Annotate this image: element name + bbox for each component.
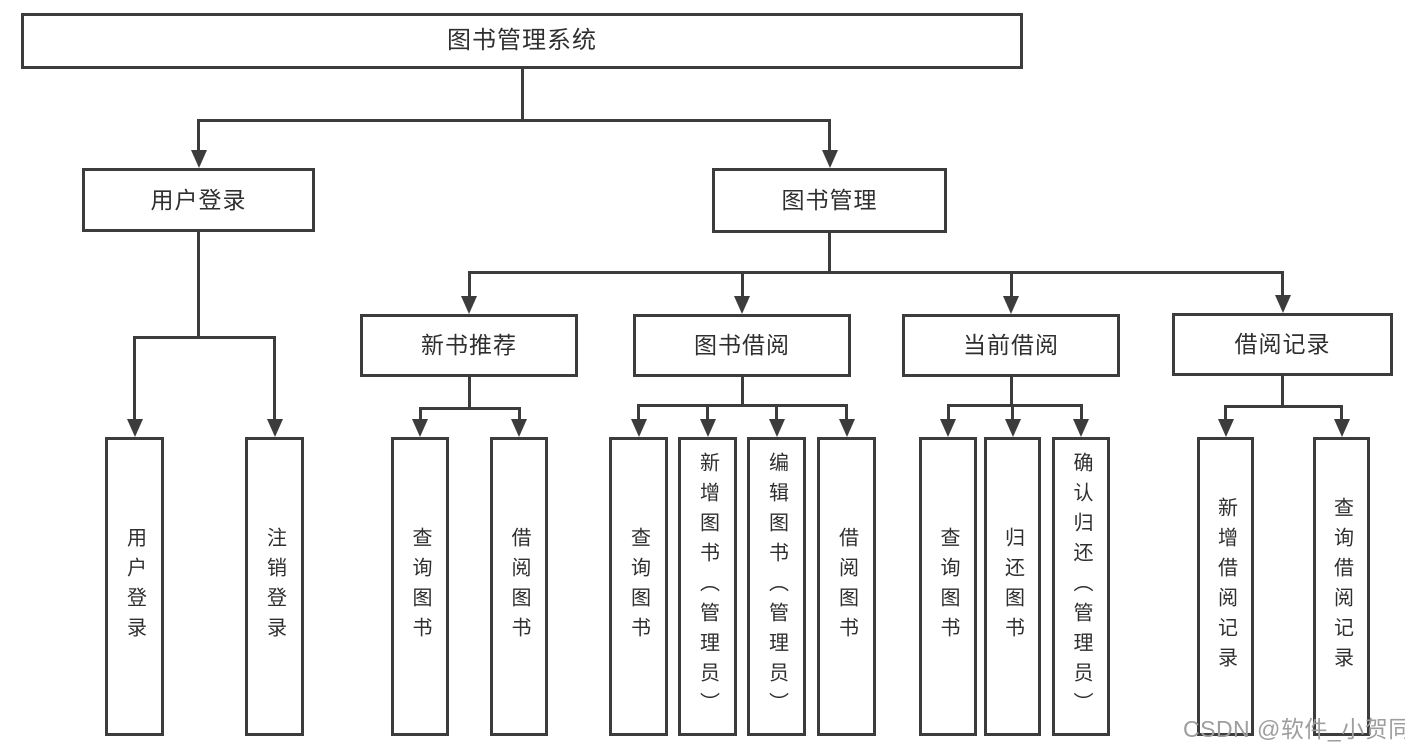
node-query-book-3-label: 查询图书 xyxy=(937,526,959,647)
node-borrow-book-1-label: 借阅图书 xyxy=(508,526,530,647)
arrowhead-down-icon xyxy=(1003,296,1019,314)
arrowhead-down-icon xyxy=(1333,419,1350,437)
connector-stem xyxy=(520,69,524,122)
node-root: 图书管理系统 xyxy=(21,13,1023,69)
arrowhead-down-icon xyxy=(190,150,207,168)
arrowhead-down-icon xyxy=(1073,419,1089,437)
connector-stem xyxy=(828,233,831,274)
node-query-book-1-label: 查询图书 xyxy=(409,526,431,647)
node-query-borrow-record: 查询借阅记录 xyxy=(1313,437,1370,736)
connector-branch xyxy=(418,407,521,410)
connector-branch xyxy=(1224,405,1343,408)
node-book-borrow: 图书借阅 xyxy=(633,314,851,377)
node-login: 用户登录 xyxy=(105,437,164,736)
csdn-watermark: CSDN @软件_小贺同学 xyxy=(1183,716,1405,742)
connector-drop xyxy=(740,271,744,298)
connector-branch xyxy=(946,404,1083,407)
connector-drop xyxy=(1281,271,1284,297)
node-book-borrow-label: 图书借阅 xyxy=(694,332,790,358)
arrowhead-down-icon xyxy=(266,419,283,437)
node-borrow-records: 借阅记录 xyxy=(1172,313,1393,376)
node-borrow-book-2-label: 借阅图书 xyxy=(835,526,858,647)
connector-drop xyxy=(197,119,200,152)
connector-drop xyxy=(637,404,640,421)
node-root-label: 图书管理系统 xyxy=(447,27,597,54)
arrowhead-down-icon xyxy=(412,419,428,437)
connector-drop xyxy=(845,404,848,421)
arrowhead-down-icon xyxy=(821,150,838,168)
node-query-book-2-label: 查询图书 xyxy=(627,526,650,647)
node-query-book-2: 查询图书 xyxy=(609,437,668,736)
node-logout: 注销登录 xyxy=(245,437,304,736)
arrowhead-down-icon xyxy=(126,419,143,437)
arrowhead-down-icon xyxy=(630,419,647,437)
node-login-label: 用户登录 xyxy=(123,526,146,647)
arrowhead-down-icon xyxy=(838,419,855,437)
arrowhead-down-icon xyxy=(734,296,750,314)
connector-drop xyxy=(775,404,778,421)
connector-drop xyxy=(273,336,276,421)
connector-stem xyxy=(197,232,200,339)
connector-drop xyxy=(1009,271,1013,298)
arrowhead-down-icon xyxy=(768,419,785,437)
node-book-mgmt-label: 图书管理 xyxy=(781,187,878,213)
node-return-book-label: 归还图书 xyxy=(1001,526,1024,647)
arrowhead-down-icon xyxy=(940,419,956,437)
connector-branch xyxy=(197,119,831,122)
node-borrow-records-label: 借阅记录 xyxy=(1234,331,1331,357)
node-edit-book: 编辑图书（管理员） xyxy=(747,437,806,736)
node-borrow-book-1: 借阅图书 xyxy=(490,437,548,736)
connector-drop xyxy=(828,119,831,152)
node-query-book-1: 查询图书 xyxy=(391,437,449,736)
connector-stem xyxy=(740,377,744,407)
node-user-login-label: 用户登录 xyxy=(150,186,247,213)
connector-drop xyxy=(1340,405,1343,421)
arrowhead-down-icon xyxy=(1217,419,1234,437)
connector-drop xyxy=(1079,404,1083,421)
arrowhead-down-icon xyxy=(699,419,716,437)
node-query-borrow-record-label: 查询借阅记录 xyxy=(1330,496,1353,677)
node-add-book: 新增图书（管理员） xyxy=(678,437,737,736)
connector-drop xyxy=(517,407,521,421)
node-edit-book-label: 编辑图书（管理员） xyxy=(765,451,788,722)
arrowhead-down-icon xyxy=(461,296,477,314)
node-add-borrow-record-label: 新增借阅记录 xyxy=(1214,496,1237,677)
connector-drop xyxy=(706,404,709,421)
connector-drop xyxy=(418,407,422,421)
node-confirm-return-label: 确认归还（管理员） xyxy=(1070,451,1092,722)
connector-stem xyxy=(1009,377,1013,407)
node-current-borrow: 当前借阅 xyxy=(902,314,1120,377)
node-current-borrow-label: 当前借阅 xyxy=(963,332,1059,358)
node-new-book-rec-label: 新书推荐 xyxy=(421,332,517,358)
connector-stem xyxy=(467,377,471,410)
node-borrow-book-2: 借阅图书 xyxy=(817,437,876,736)
node-return-book: 归还图书 xyxy=(984,437,1041,736)
node-book-mgmt: 图书管理 xyxy=(712,168,947,233)
connector-drop xyxy=(1011,404,1014,421)
node-logout-label: 注销登录 xyxy=(263,526,286,647)
connector-drop xyxy=(946,404,950,421)
connector-branch xyxy=(133,336,276,339)
connector-stem xyxy=(1281,376,1284,408)
node-add-borrow-record: 新增借阅记录 xyxy=(1197,437,1254,736)
node-new-book-rec: 新书推荐 xyxy=(360,314,578,377)
arrowhead-down-icon xyxy=(1004,419,1021,437)
connector-branch xyxy=(637,404,848,407)
node-query-book-3: 查询图书 xyxy=(919,437,977,736)
connector-drop xyxy=(1224,405,1227,421)
arrowhead-down-icon xyxy=(511,419,527,437)
node-add-book-label: 新增图书（管理员） xyxy=(696,451,719,722)
node-confirm-return: 确认归还（管理员） xyxy=(1052,437,1110,736)
node-user-login: 用户登录 xyxy=(82,168,315,232)
connector-drop xyxy=(467,271,471,298)
connector-branch xyxy=(467,271,1284,274)
arrowhead-down-icon xyxy=(1274,295,1291,313)
connector-drop xyxy=(133,336,136,421)
